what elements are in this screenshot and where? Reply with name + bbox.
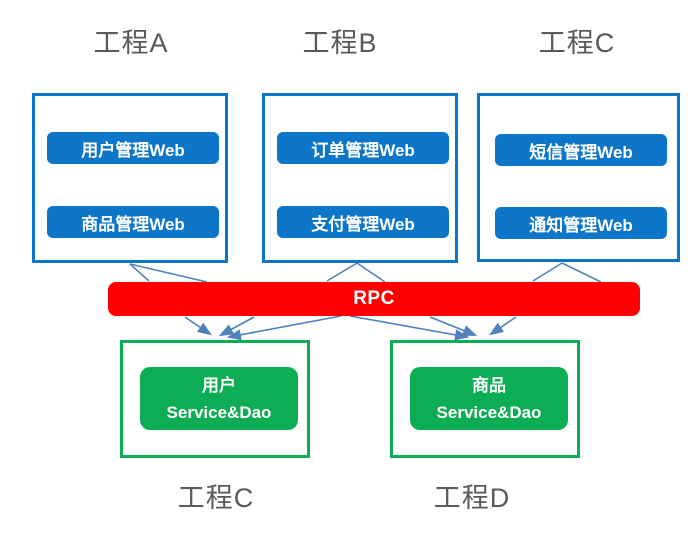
order-management-web-module: 订单管理Web — [277, 132, 449, 164]
product-management-web-module: 商品管理Web — [47, 206, 219, 238]
box-to-rpc-lines — [129, 262, 602, 283]
user-service-dao-pill: 用户 Service&Dao — [140, 367, 298, 430]
product-service-line2: Service&Dao — [436, 402, 542, 422]
notification-management-web-module: 通知管理Web — [495, 207, 667, 239]
project-b-box: 订单管理Web 支付管理Web — [262, 93, 458, 263]
user-service-box: 用户 Service&Dao — [120, 340, 310, 458]
rpc-label: RPC — [353, 288, 395, 309]
project-a-label: 工程A — [93, 28, 169, 58]
project-c-top-label: 工程C — [538, 28, 616, 58]
product-service-box: 商品 Service&Dao — [390, 340, 580, 458]
product-service-dao-pill: 商品 Service&Dao — [410, 367, 568, 430]
project-c-bottom-label: 工程C — [177, 483, 255, 513]
sms-management-web-module: 短信管理Web — [495, 134, 667, 166]
rpc-bus-bar: RPC — [108, 282, 640, 316]
product-service-line1: 商品 — [472, 375, 506, 395]
project-b-label: 工程B — [302, 28, 378, 58]
payment-management-web-module: 支付管理Web — [277, 206, 449, 238]
rpc-to-service-arrows — [184, 315, 517, 341]
user-service-line2: Service&Dao — [166, 402, 272, 422]
user-management-web-module: 用户管理Web — [47, 132, 219, 164]
project-c-box: 短信管理Web 通知管理Web — [477, 93, 680, 262]
user-service-line1: 用户 — [202, 375, 236, 395]
project-a-box: 用户管理Web 商品管理Web — [32, 93, 228, 263]
project-d-label: 工程D — [433, 483, 511, 513]
